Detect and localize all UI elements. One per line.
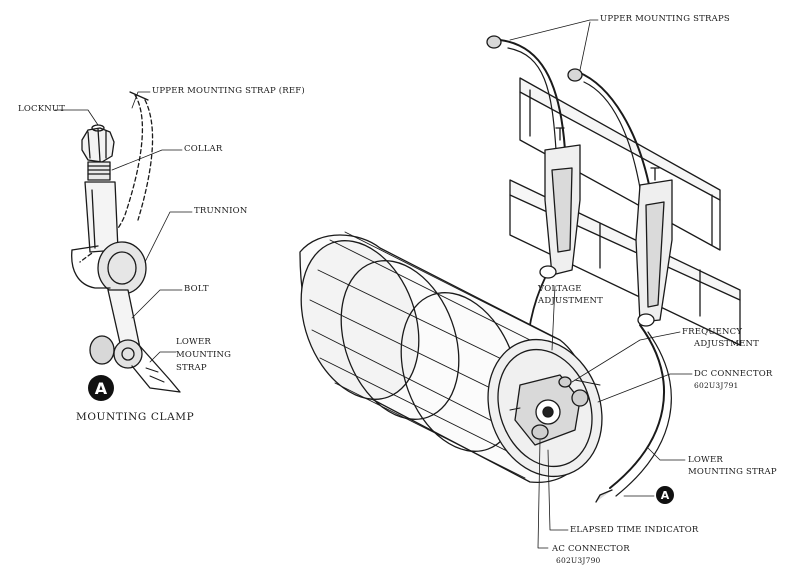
- trunnion-label: TRUNNION: [194, 206, 248, 216]
- elapsed-time-indicator-label: ELAPSED TIME INDICATOR: [570, 525, 699, 535]
- mounting-clamp-illustration: [71, 91, 181, 393]
- ac-connector-label: AC CONNECTOR: [552, 544, 630, 554]
- lower-strap-label-line-3: STRAP: [176, 363, 207, 373]
- collar-label: COLLAR: [184, 144, 223, 154]
- main-leader-lines: [509, 19, 693, 549]
- generator-body: [299, 231, 603, 484]
- main-a-badge: A: [656, 486, 674, 504]
- upper-strap-ref-label: UPPER MOUNTING STRAP (REF): [152, 86, 305, 96]
- upper-mounting-straps-label: UPPER MOUNTING STRAPS: [600, 14, 730, 24]
- ac-connector-part-number: 602U3J790: [556, 556, 601, 565]
- dc-connector-part-number: 602U3J791: [694, 381, 739, 390]
- locknut-label: LOCKNUT: [18, 104, 66, 114]
- voltage-adjustment-label-line-2: ADJUSTMENT: [538, 296, 604, 306]
- detail-a-badge: A: [88, 375, 114, 401]
- frequency-adjustment-label-line-1: FREQUENCY: [682, 327, 743, 337]
- lower-mounting-strap-label-line-2: MOUNTING STRAP: [688, 467, 777, 477]
- upper-mounting-straps: [486, 35, 653, 201]
- lower-strap-label-line-2: MOUNTING: [176, 350, 232, 360]
- dc-connector-label: DC CONNECTOR: [694, 369, 773, 379]
- detail-leader-lines: [54, 91, 193, 363]
- bolt-label: BOLT: [184, 284, 209, 294]
- mounting-brackets: [539, 127, 673, 327]
- frequency-adjustment-label-line-2: ADJUSTMENT: [694, 339, 760, 349]
- mounting-clamp-caption: MOUNTING CLAMP: [76, 411, 195, 423]
- lower-strap-label-line-1: LOWER: [176, 337, 211, 347]
- lower-mounting-strap-label-line-1: LOWER: [688, 455, 723, 465]
- voltage-adjustment-label-line-1: VOLTAGE: [538, 284, 582, 294]
